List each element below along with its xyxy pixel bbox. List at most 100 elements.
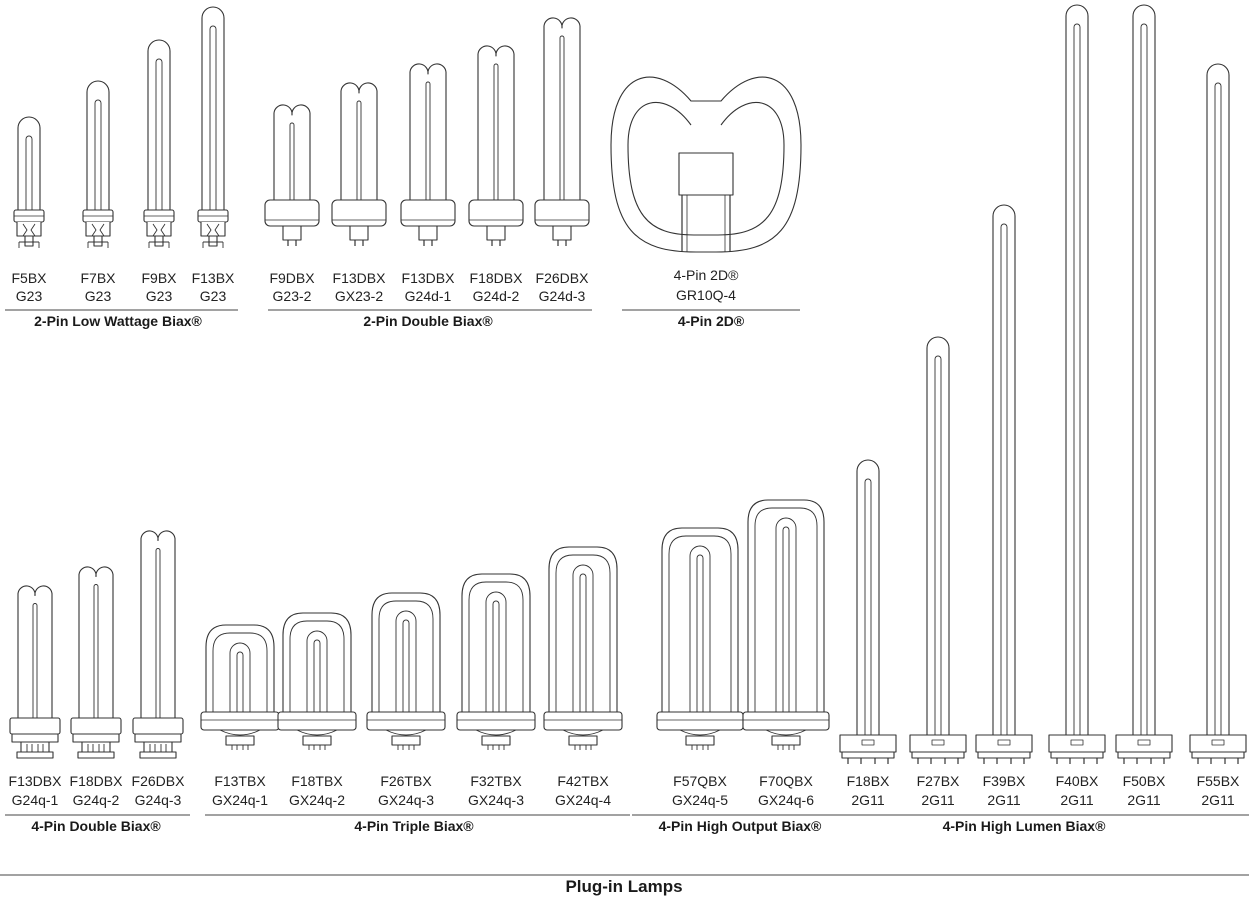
group-title: 2-Pin Double Biax® bbox=[363, 313, 493, 329]
lamp-0-2-base bbox=[143, 209, 175, 248]
lamp-name: F18DBX bbox=[470, 270, 524, 286]
lamp-name: F18DBX bbox=[70, 773, 124, 789]
group-title: 4-Pin High Lumen Biax® bbox=[943, 818, 1106, 834]
lamp-base-type: 2G11 bbox=[1127, 792, 1160, 808]
lamp-0-1-base bbox=[82, 209, 114, 248]
lamp-0-2 bbox=[147, 39, 171, 211]
lamp-base-type: G23-2 bbox=[273, 288, 312, 304]
lamp-base-type: 2G11 bbox=[921, 792, 954, 808]
lamp-name: F9DBX bbox=[269, 270, 315, 286]
main-title: Plug-in Lamps bbox=[565, 877, 682, 896]
lamp-base-type: G24d-1 bbox=[405, 288, 452, 304]
lamp-1-2-base bbox=[400, 199, 456, 246]
lamp-6-2-base bbox=[975, 734, 1033, 764]
lamp-name: F40BX bbox=[1056, 773, 1099, 789]
lamp-1-1-base bbox=[331, 199, 387, 246]
group-titles: 2-Pin Low Wattage Biax® 2-Pin Double Biax… bbox=[5, 309, 1249, 834]
lamp-base-type: 2G11 bbox=[851, 792, 884, 808]
lamp-name: F9BX bbox=[141, 270, 177, 286]
lamp-6-5-base bbox=[1189, 734, 1247, 764]
lamp-base-type: GX24q-5 bbox=[672, 792, 728, 808]
lamp-name: F57QBX bbox=[673, 773, 727, 789]
lamp-base-type: GX24q-2 bbox=[289, 792, 345, 808]
lamp-3-2 bbox=[140, 530, 176, 723]
lamp-base-type: G24d-2 bbox=[473, 288, 520, 304]
lamp-base-type: G23 bbox=[85, 288, 112, 304]
lamp-base-type: G23 bbox=[146, 288, 173, 304]
lamp-name: F39BX bbox=[983, 773, 1026, 789]
lamp-3-1-base bbox=[70, 717, 122, 759]
lamp-name: 4-Pin 2D® bbox=[674, 267, 739, 283]
lamp-4-2 bbox=[366, 592, 446, 750]
lamp-3-0 bbox=[17, 585, 53, 723]
lamp-0-0-base bbox=[13, 209, 45, 248]
lamp-base-type: GX24q-1 bbox=[212, 792, 268, 808]
lamp-base-type: GX24q-3 bbox=[468, 792, 524, 808]
lamp-base-type: 2G11 bbox=[1060, 792, 1093, 808]
lamp-1-2 bbox=[409, 63, 447, 204]
lamp-name: F13TBX bbox=[214, 773, 266, 789]
lamp-name: F26TBX bbox=[380, 773, 432, 789]
lamp-name: F42TBX bbox=[557, 773, 609, 789]
lamp-base-type: G23 bbox=[16, 288, 43, 304]
group-title: 4-Pin 2D® bbox=[678, 313, 745, 329]
lamp-4-4 bbox=[543, 546, 623, 750]
lamp-1-1 bbox=[340, 82, 378, 204]
lamp-1-4-base bbox=[534, 199, 590, 246]
group-title: 4-Pin Triple Biax® bbox=[354, 818, 474, 834]
lamp-1-3 bbox=[477, 45, 515, 204]
lamp-6-1 bbox=[926, 336, 950, 736]
lamp-6-0 bbox=[856, 459, 880, 736]
lamp-base-type: G23 bbox=[200, 288, 227, 304]
lamp-6-2 bbox=[992, 204, 1016, 736]
lamp-1-0 bbox=[273, 104, 311, 204]
lamp-0-0 bbox=[17, 116, 41, 211]
group-title: 4-Pin High Output Biax® bbox=[659, 818, 822, 834]
lamp-5-0 bbox=[656, 527, 744, 750]
lamp-name: F50BX bbox=[1123, 773, 1166, 789]
lamp-base-type: 2G11 bbox=[987, 792, 1020, 808]
lamp-4-1 bbox=[277, 612, 357, 750]
lamp-6-5 bbox=[1206, 63, 1230, 736]
lamp-5-1 bbox=[742, 499, 830, 750]
lamp-6-3-base bbox=[1048, 734, 1106, 764]
lamp-6-1-base bbox=[909, 734, 967, 764]
lamp-base-type: G24q-1 bbox=[12, 792, 59, 808]
lamp-name: F27BX bbox=[917, 773, 960, 789]
lamp-6-0-base bbox=[839, 734, 897, 764]
lamp-name: F32TBX bbox=[470, 773, 522, 789]
lamp-6-3 bbox=[1065, 4, 1089, 736]
lamp-0-3-base bbox=[197, 209, 229, 248]
lamp-1-0-base bbox=[264, 199, 320, 246]
lamp-name: F13DBX bbox=[402, 270, 456, 286]
lamp-0-3 bbox=[201, 6, 225, 211]
lamp-base-type: 2G11 bbox=[1201, 792, 1234, 808]
lamp-name: F5BX bbox=[11, 270, 47, 286]
lamp-4-3 bbox=[456, 573, 536, 750]
lamp-name: F26DBX bbox=[132, 773, 186, 789]
lamp-name: F13DBX bbox=[333, 270, 387, 286]
group-title: 4-Pin Double Biax® bbox=[31, 818, 161, 834]
lamp-name: F26DBX bbox=[536, 270, 590, 286]
lamp-base-type: GX23-2 bbox=[335, 288, 383, 304]
lamp-base-type: G24q-2 bbox=[73, 792, 120, 808]
lamp-name: F55BX bbox=[1197, 773, 1240, 789]
lamp-name: F70QBX bbox=[759, 773, 813, 789]
lamp-base-type: GX24q-4 bbox=[555, 792, 611, 808]
lamp-1-4 bbox=[543, 17, 581, 204]
lamp-base-type: G24q-3 bbox=[135, 792, 182, 808]
lamp-base-type: G24d-3 bbox=[539, 288, 586, 304]
group-title: 2-Pin Low Wattage Biax® bbox=[34, 313, 202, 329]
lamp-name: F13DBX bbox=[9, 773, 63, 789]
lamp-2-0 bbox=[610, 76, 802, 253]
lamp-base-type: GR10Q-4 bbox=[676, 287, 736, 303]
lamp-1-3-base bbox=[468, 199, 524, 246]
lamp-name: F13BX bbox=[192, 270, 235, 286]
lamp-base-type: GX24q-3 bbox=[378, 792, 434, 808]
lamp-3-0-base bbox=[9, 717, 61, 759]
lamp-name: F7BX bbox=[80, 270, 116, 286]
lamp-name: F18BX bbox=[847, 773, 890, 789]
lamp-0-1 bbox=[86, 80, 110, 211]
lamp-6-4 bbox=[1132, 4, 1156, 736]
lamp-drawings bbox=[9, 4, 1247, 764]
